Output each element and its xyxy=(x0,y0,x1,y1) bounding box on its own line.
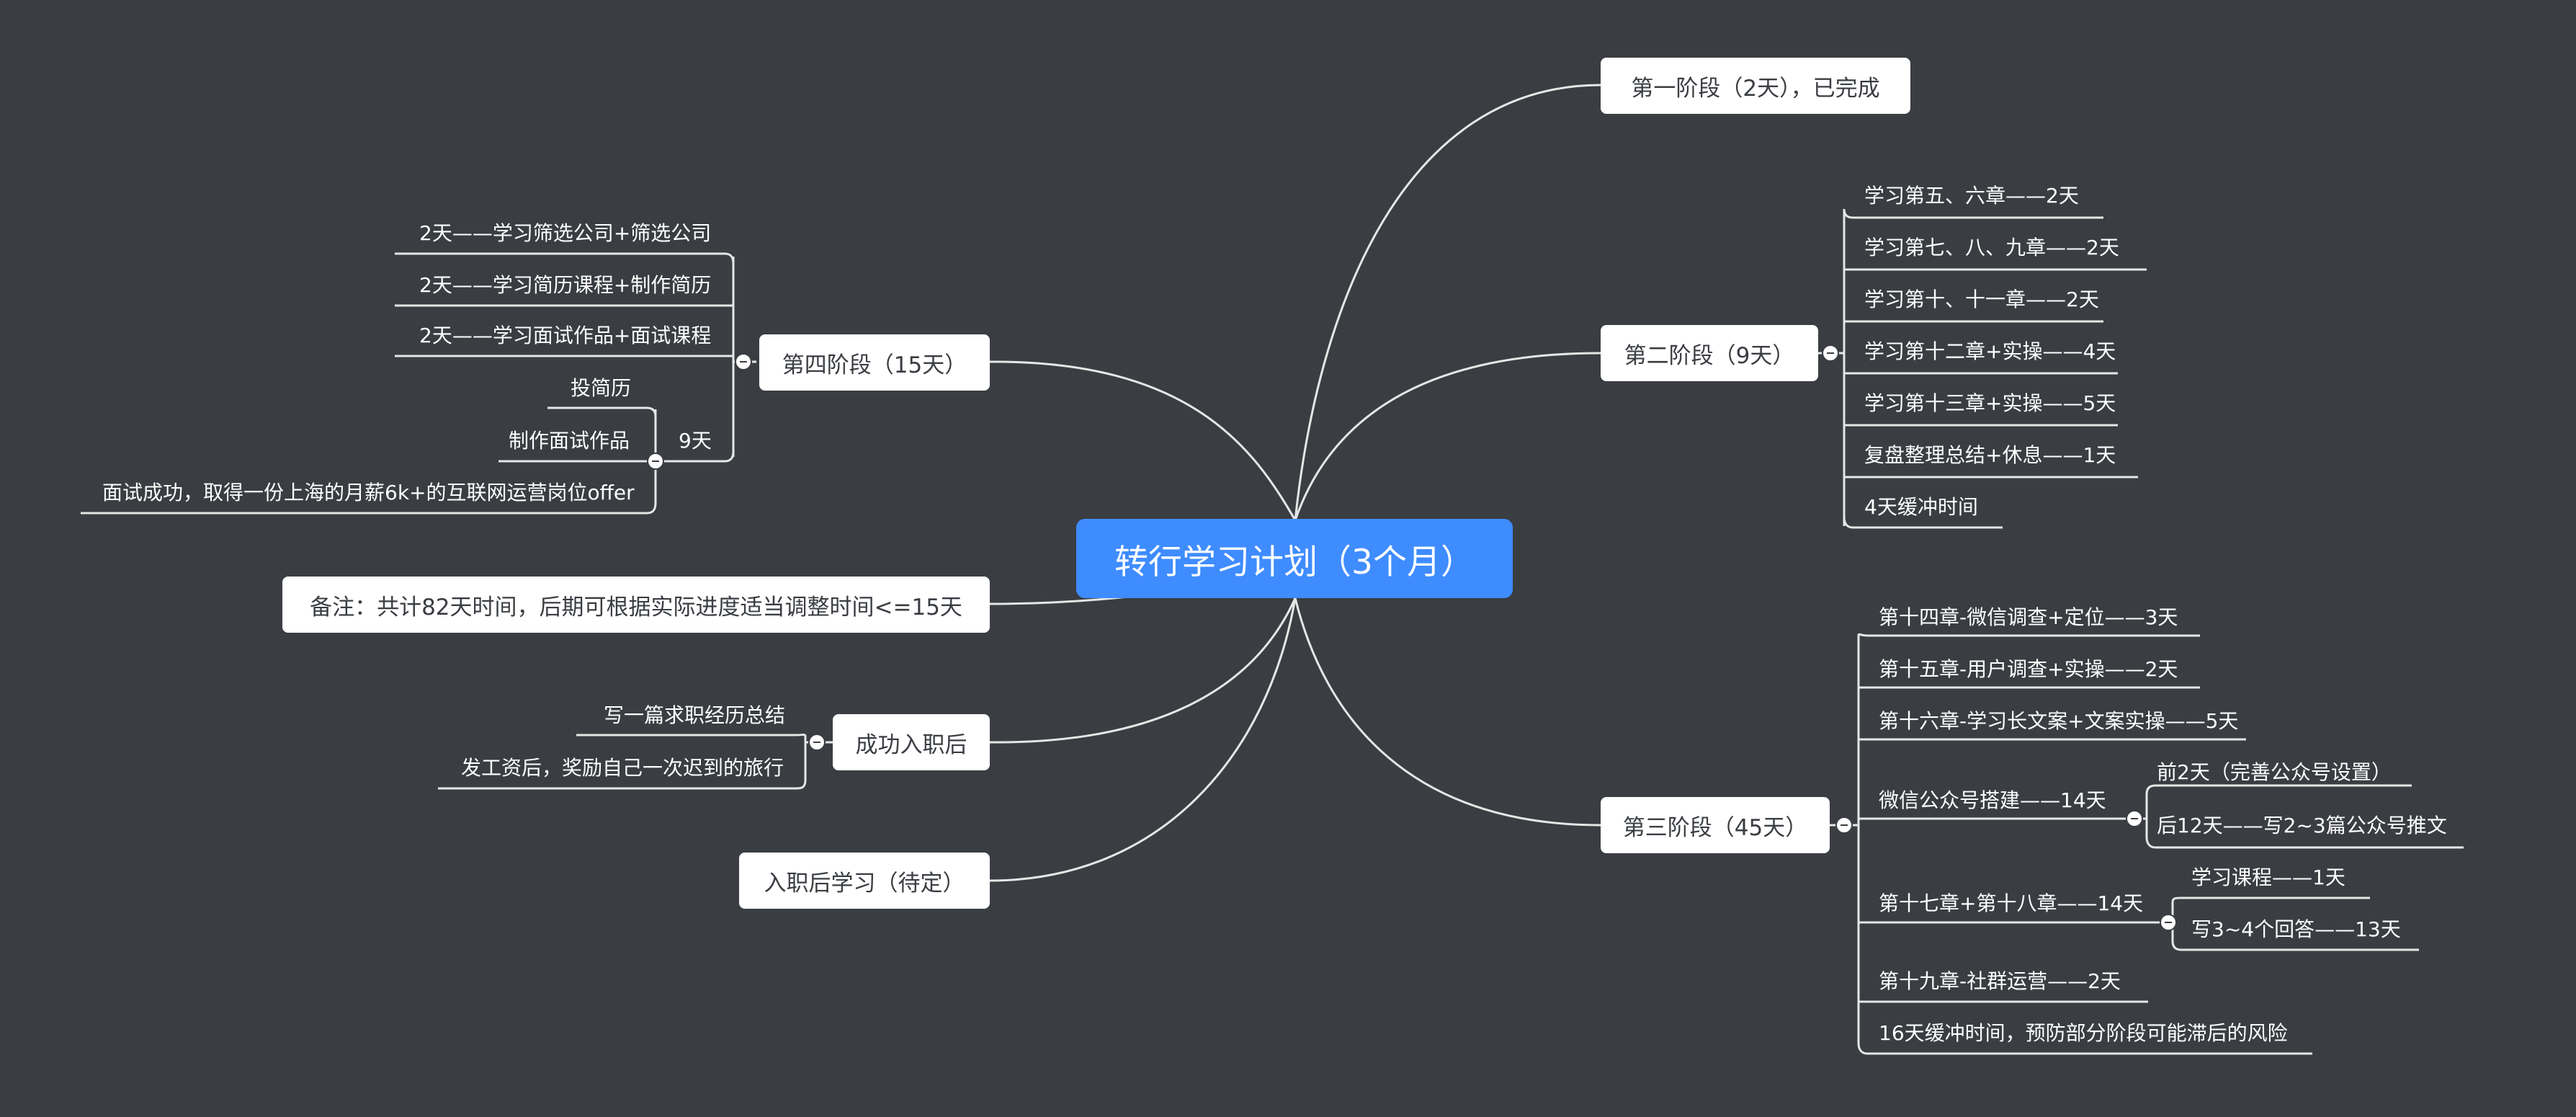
ch17-collapse-icon[interactable] xyxy=(2160,914,2177,931)
phase3-item-6: 第十九章-社群运营——2天 xyxy=(1879,969,2121,993)
phase2-item-2: 学习第七、八、九章——2天 xyxy=(1864,236,2119,259)
phase4-item-4: 9天 xyxy=(679,429,712,453)
phase3-item-5: 第十七章+第十八章——14天 xyxy=(1879,891,2144,915)
phase3-collapse-icon[interactable] xyxy=(1835,816,1853,834)
phase2-item-3: 学习第十、十一章——2天 xyxy=(1864,288,2099,311)
phase3-node[interactable]: 第三阶段（45天） xyxy=(1601,797,1830,853)
phase3-item-4: 微信公众号搭建——14天 xyxy=(1879,788,2106,812)
phase2-item-6: 复盘整理总结+休息——1天 xyxy=(1864,443,2116,467)
phase4-item-1: 2天——学习筛选公司+筛选公司 xyxy=(419,221,712,245)
phase3-item-3: 第十六章-学习长文案+文案实操——5天 xyxy=(1879,709,2239,733)
after-job-item-1: 写一篇求职经历总结 xyxy=(604,703,786,727)
phase2-item-5: 学习第十三章+实操——5天 xyxy=(1864,391,2116,415)
phase2-item-4: 学习第十二章+实操——4天 xyxy=(1864,339,2116,363)
ch17-sub-1: 学习课程——1天 xyxy=(2191,865,2345,889)
root-node[interactable]: 转行学习计划（3个月） xyxy=(1076,519,1513,598)
note-node[interactable]: 备注：共计82天时间，后期可根据实际进度适当调整时间<=15天 xyxy=(282,577,990,633)
phase4-node[interactable]: 第四阶段（15天） xyxy=(759,334,990,391)
wechat-sub-1: 前2天（完善公众号设置） xyxy=(2157,760,2392,784)
phase3-item-7: 16天缓冲时间，预防部分阶段可能滞后的风险 xyxy=(1879,1021,2288,1045)
phase4-item-2: 2天——学习简历课程+制作简历 xyxy=(419,273,712,297)
after-job-node[interactable]: 成功入职后 xyxy=(833,714,990,770)
nine-days-collapse-icon[interactable] xyxy=(647,453,664,470)
phase2-collapse-icon[interactable] xyxy=(1822,344,1839,362)
wechat-sub-2: 后12天——写2~3篇公众号推文 xyxy=(2157,814,2447,837)
nine-days-sub-1: 投简历 xyxy=(571,376,632,400)
phase1-node[interactable]: 第一阶段（2天），已完成 xyxy=(1601,58,1910,114)
wechat-collapse-icon[interactable] xyxy=(2126,810,2143,827)
phase3-item-2: 第十五章-用户调查+实操——2天 xyxy=(1879,657,2178,681)
phase2-node[interactable]: 第二阶段（9天） xyxy=(1601,325,1818,381)
phase2-item-1: 学习第五、六章——2天 xyxy=(1864,184,2079,208)
after-job-collapse-icon[interactable] xyxy=(808,734,826,751)
ch17-sub-2: 写3~4个回答——13天 xyxy=(2191,917,2401,941)
phase4-item-3: 2天——学习面试作品+面试课程 xyxy=(419,324,712,347)
nine-days-sub-3: 面试成功，取得一份上海的月薪6k+的互联网运营岗位offer xyxy=(102,481,635,504)
after-job-item-2: 发工资后，奖励自己一次迟到的旅行 xyxy=(461,756,784,780)
phase2-item-7: 4天缓冲时间 xyxy=(1864,495,1978,519)
learn-after-node[interactable]: 入职后学习（待定） xyxy=(739,853,990,909)
nine-days-sub-2: 制作面试作品 xyxy=(509,429,630,453)
phase3-item-1: 第十四章-微信调查+定位——3天 xyxy=(1879,605,2178,629)
phase4-collapse-icon[interactable] xyxy=(735,353,752,370)
